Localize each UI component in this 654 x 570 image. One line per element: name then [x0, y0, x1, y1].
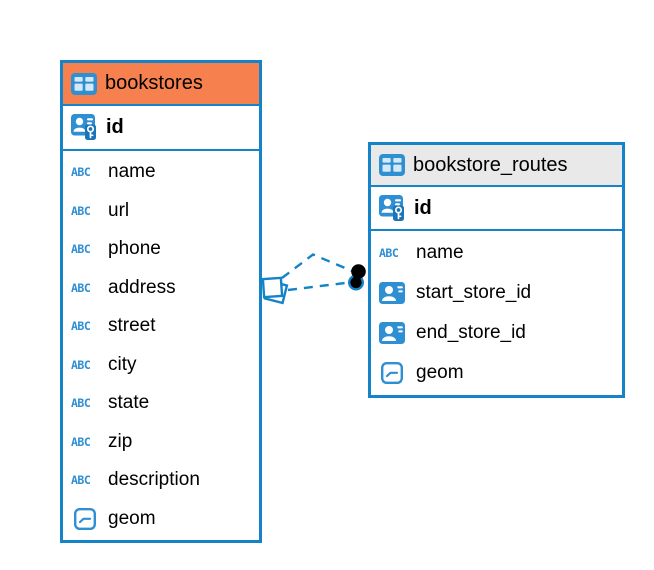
field-row[interactable]: ABC name: [371, 233, 622, 273]
field-name: end_store_id: [416, 322, 526, 343]
relationship-dot-endpoint-front[interactable]: [351, 264, 366, 279]
field-list: ABC name ABC url ABC phone ABC address A…: [63, 151, 259, 538]
field-row[interactable]: ABC url: [63, 192, 259, 231]
field-row-pk[interactable]: id: [63, 106, 259, 151]
geometry-type-icon: [74, 507, 96, 530]
field-name: address: [108, 276, 176, 298]
field-name: street: [108, 315, 156, 337]
table-header-bookstore-routes[interactable]: bookstore_routes: [371, 145, 622, 187]
text-type-icon: ABC: [379, 246, 399, 260]
field-name: name: [416, 242, 464, 263]
field-row[interactable]: ABC street: [63, 307, 259, 346]
relationship-dot-endpoint-back[interactable]: [348, 274, 365, 291]
field-name: geom: [416, 362, 464, 383]
field-name: id: [106, 116, 124, 138]
field-row[interactable]: ABC city: [63, 346, 259, 385]
relationship-square-endpoints[interactable]: [261, 276, 289, 305]
field-name: city: [108, 353, 137, 375]
field-row[interactable]: ABC phone: [63, 230, 259, 269]
text-type-icon: ABC: [71, 434, 91, 449]
field-name: zip: [108, 430, 133, 452]
primary-key-icon: [379, 194, 404, 221]
field-row[interactable]: ABC description: [63, 461, 259, 500]
field-row[interactable]: ABC state: [63, 384, 259, 423]
field-row[interactable]: end_store_id: [371, 313, 622, 353]
field-name: start_store_id: [416, 282, 532, 303]
relationship-square-endpoint-back[interactable]: [263, 279, 289, 305]
table-icon: [379, 154, 405, 176]
text-type-icon: ABC: [71, 203, 91, 218]
text-type-icon: ABC: [71, 473, 91, 488]
field-row[interactable]: ABC name: [63, 153, 259, 192]
foreign-key-icon: [379, 322, 405, 344]
field-name: id: [414, 196, 432, 219]
table-header-bookstores[interactable]: bookstores: [63, 63, 259, 106]
field-row[interactable]: start_store_id: [371, 273, 622, 313]
text-type-icon: ABC: [71, 357, 91, 372]
field-name: name: [108, 161, 156, 183]
geometry-type-icon: [381, 362, 403, 384]
table-name: bookstores: [105, 72, 203, 94]
field-row[interactable]: geom: [371, 353, 622, 393]
field-name: phone: [108, 238, 161, 260]
table-name: bookstore_routes: [413, 153, 568, 176]
foreign-key-icon: [379, 282, 405, 304]
primary-key-icon: [71, 114, 96, 140]
text-type-icon: ABC: [71, 319, 91, 334]
field-row-pk[interactable]: id: [371, 187, 622, 231]
field-row[interactable]: ABC zip: [63, 423, 259, 462]
text-type-icon: ABC: [71, 280, 91, 295]
relationship-line-bent[interactable]: [281, 253, 353, 279]
text-type-icon: ABC: [71, 396, 91, 411]
field-list: ABC name start_store_id: [371, 231, 622, 393]
field-name: description: [108, 469, 200, 491]
field-row[interactable]: geom: [63, 500, 259, 539]
relationship-square-endpoint-front[interactable]: [261, 276, 284, 299]
text-type-icon: ABC: [71, 242, 91, 257]
entity-table-bookstore-routes[interactable]: bookstore_routes id ABC name: [368, 142, 625, 398]
table-icon: [71, 72, 97, 95]
relationship-circle-endpoints[interactable]: [348, 264, 366, 291]
field-name: url: [108, 199, 130, 221]
relationship-line-straight[interactable]: [287, 281, 350, 292]
field-name: state: [108, 392, 150, 414]
field-name: geom: [108, 507, 156, 529]
entity-table-bookstores[interactable]: bookstores id ABC name ABC: [60, 60, 262, 543]
text-type-icon: ABC: [71, 165, 91, 180]
field-row[interactable]: ABC address: [63, 269, 259, 308]
